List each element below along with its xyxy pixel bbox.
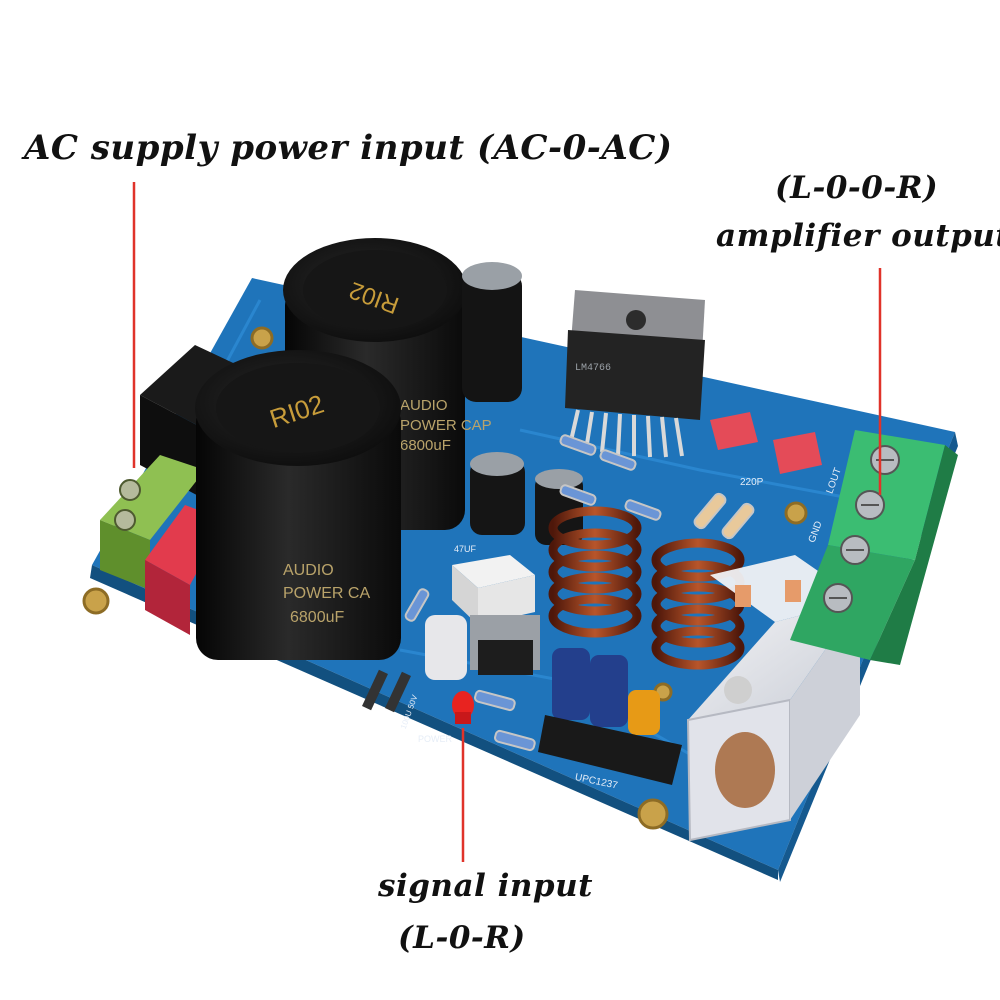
silk-power: POWER [418,734,453,744]
ac-input-terminal [100,455,205,590]
coil-right [651,538,745,670]
signal-label-line1: signal input [378,868,593,904]
ac-input-label: AC supply power input (AC-0-AC) [24,128,673,168]
amplifier-ic: LM4766 [565,290,705,458]
signal-input-connector: 47UF [452,544,540,675]
output-label-line1: (L-0-0-R) [775,170,939,206]
small-capacitors [425,262,660,735]
cap-side-text: POWER CA [283,585,370,602]
output-coils [548,506,745,670]
diodes [362,669,411,713]
ic-marking: LM4766 [575,363,611,374]
filter-capacitor-front: RI02 AUDIO POWER CA 6800uF [195,350,401,660]
signal-label-line2: (L-0-R) [398,920,526,956]
output-terminal-block: LOUT GND [790,430,958,665]
resistors [404,434,755,752]
cap-side-text: AUDIO [400,397,448,414]
cap-side-text: AUDIO [283,562,334,579]
output-label-line2: amplifier output [716,218,1000,254]
cap-side-text: 6800uF [400,437,451,454]
silk-47uf: 47UF [454,544,477,554]
red-capacitors: 220P [710,412,822,488]
cap-side-text: 6800uF [290,609,344,626]
annotation-pointers [132,182,882,862]
mounting-holes [82,326,808,830]
cap-side-text: POWER CAP [400,417,492,434]
coil-left [548,506,642,638]
silk-220p: 220P [740,477,764,488]
